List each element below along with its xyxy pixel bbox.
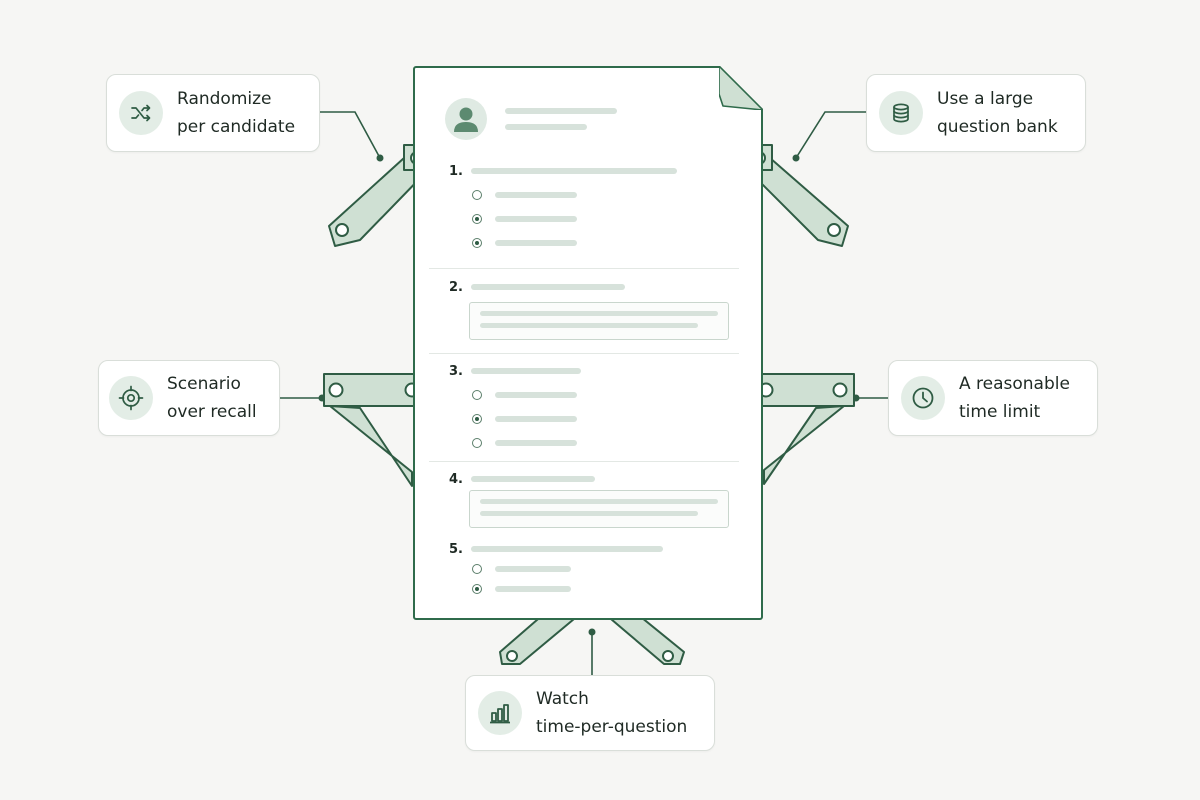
question-text-placeholder bbox=[471, 284, 625, 290]
connector-randomize bbox=[320, 111, 381, 159]
option-placeholder bbox=[495, 240, 577, 246]
database-icon bbox=[879, 91, 923, 135]
radio-option-selected[interactable] bbox=[472, 584, 482, 594]
callout-randomize-line1: Randomize bbox=[177, 89, 272, 109]
callout-time-limit-line1: A reasonable bbox=[959, 374, 1070, 394]
question-number: 5. bbox=[449, 542, 463, 557]
shuffle-icon bbox=[119, 91, 163, 135]
answer-placeholder bbox=[480, 323, 698, 328]
callout-randomize-line2: per candidate bbox=[177, 117, 296, 137]
avatar bbox=[445, 98, 487, 140]
target-icon bbox=[109, 376, 153, 420]
radio-option[interactable] bbox=[472, 564, 482, 574]
clock-icon bbox=[901, 376, 945, 420]
radio-option[interactable] bbox=[472, 190, 482, 200]
question-number: 2. bbox=[449, 280, 463, 295]
bar-chart-icon bbox=[478, 691, 522, 735]
radio-option[interactable] bbox=[472, 390, 482, 400]
radio-option-selected[interactable] bbox=[472, 238, 482, 248]
callout-scenario: Scenario over recall bbox=[98, 360, 280, 436]
option-placeholder bbox=[495, 586, 571, 592]
callout-question-bank-line1: Use a large bbox=[937, 89, 1034, 109]
connector-question-bank bbox=[795, 111, 866, 159]
question-number: 4. bbox=[449, 472, 463, 487]
option-placeholder bbox=[495, 416, 577, 422]
callout-time-per-question: Watch time-per-question bbox=[465, 675, 715, 751]
divider bbox=[429, 461, 739, 462]
answer-textbox[interactable] bbox=[469, 302, 729, 340]
answer-textbox[interactable] bbox=[469, 490, 729, 528]
clamp-mid-left bbox=[323, 373, 427, 487]
callout-randomize: Randomize per candidate bbox=[106, 74, 320, 152]
question-text-placeholder bbox=[471, 168, 677, 174]
divider bbox=[429, 268, 739, 269]
callout-scenario-line2: over recall bbox=[167, 402, 257, 422]
header-title-placeholder bbox=[505, 108, 617, 114]
header-subtitle-placeholder bbox=[505, 124, 587, 130]
question-text-placeholder bbox=[471, 546, 663, 552]
question-number: 3. bbox=[449, 364, 463, 379]
divider bbox=[429, 353, 739, 354]
answer-placeholder bbox=[480, 511, 698, 516]
option-placeholder bbox=[495, 216, 577, 222]
callout-question-bank: Use a large question bank bbox=[866, 74, 1086, 152]
radio-option[interactable] bbox=[472, 438, 482, 448]
clamp-mid-right bbox=[751, 373, 855, 485]
option-placeholder bbox=[495, 440, 577, 446]
answer-placeholder bbox=[480, 499, 718, 504]
callout-time-per-question-line2: time-per-question bbox=[536, 717, 688, 737]
user-icon bbox=[454, 107, 478, 132]
option-placeholder bbox=[495, 192, 577, 198]
option-placeholder bbox=[495, 566, 571, 572]
radio-option-selected[interactable] bbox=[472, 214, 482, 224]
callout-time-limit-line2: time limit bbox=[959, 402, 1041, 422]
answer-placeholder bbox=[480, 311, 718, 316]
quiz-document: 1. 2. 3. 4. 5. bbox=[413, 66, 763, 620]
question-number: 1. bbox=[449, 164, 463, 179]
question-text-placeholder bbox=[471, 368, 581, 374]
page-fold bbox=[719, 66, 763, 110]
callout-scenario-line1: Scenario bbox=[167, 374, 241, 394]
question-text-placeholder bbox=[471, 476, 595, 482]
callout-time-per-question-line1: Watch bbox=[536, 689, 589, 709]
callout-question-bank-line2: question bank bbox=[937, 117, 1058, 137]
option-placeholder bbox=[495, 392, 577, 398]
callout-time-limit: A reasonable time limit bbox=[888, 360, 1098, 436]
radio-option-selected[interactable] bbox=[472, 414, 482, 424]
connector-lines bbox=[280, 111, 888, 675]
